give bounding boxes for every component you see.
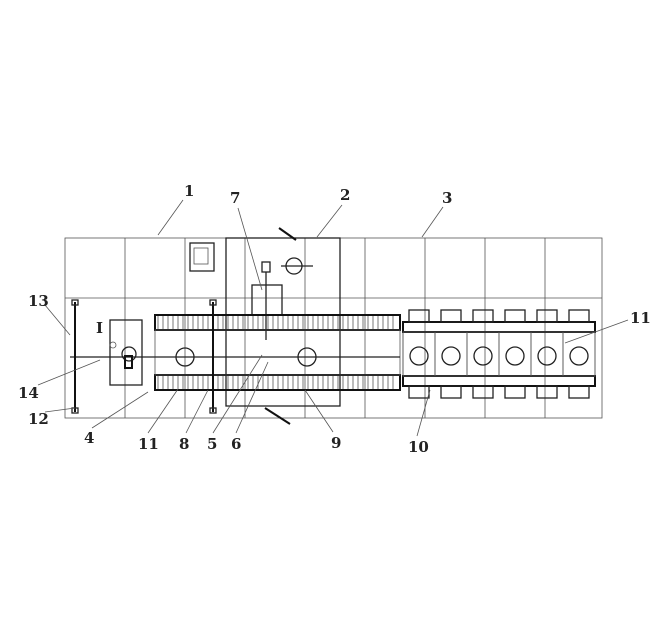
- station-cell: [466, 331, 500, 377]
- label-3: 3: [442, 189, 452, 207]
- fixture-bottom: [536, 385, 558, 399]
- fixture-top: [536, 309, 558, 323]
- workpiece-circle: [537, 346, 557, 366]
- label-13: 13: [28, 292, 49, 310]
- reference-numerals: 1 2 3 7 11 13 14 12 4 11 8 5 6 9 10 I: [18, 182, 651, 456]
- label-2: 2: [340, 186, 350, 204]
- workpiece-circle: [505, 346, 525, 366]
- label-6: 6: [231, 435, 241, 453]
- loading-station: [109, 319, 143, 386]
- station-cell: [402, 331, 436, 377]
- conveyor-line: [154, 309, 596, 399]
- label-14: 14: [18, 384, 39, 402]
- station-cell: [434, 331, 468, 377]
- workpiece-circle: [441, 346, 461, 366]
- leader-lines: [37, 199, 629, 437]
- station-cell: [562, 331, 596, 377]
- fixture-top: [440, 309, 462, 323]
- fixture-bottom: [408, 385, 430, 399]
- station-cell: [498, 331, 532, 377]
- label-12: 12: [28, 410, 49, 428]
- label-9: 9: [331, 434, 341, 452]
- label-11-left: 11: [138, 435, 159, 453]
- label-5: 5: [207, 435, 217, 453]
- label-detail-I: I: [96, 319, 103, 337]
- fixture-bottom: [472, 385, 494, 399]
- workpiece-circle: [569, 346, 589, 366]
- fixture-bottom: [504, 385, 526, 399]
- fixture-top: [408, 309, 430, 323]
- fixture-top: [472, 309, 494, 323]
- label-7: 7: [230, 189, 240, 207]
- label-10: 10: [408, 438, 429, 456]
- fixture-bottom: [568, 385, 590, 399]
- label-4: 4: [84, 429, 94, 447]
- label-1: 1: [184, 182, 194, 200]
- fixture-top: [568, 309, 590, 323]
- station-cell: [530, 331, 564, 377]
- control-cabinet: [189, 242, 215, 272]
- label-8: 8: [179, 435, 189, 453]
- workpiece-circle: [473, 346, 493, 366]
- label-11-right: 11: [630, 309, 651, 327]
- fixture-bottom: [440, 385, 462, 399]
- robot-cell-frame: [225, 227, 341, 425]
- fixture-top: [504, 309, 526, 323]
- workpiece-circle: [409, 346, 429, 366]
